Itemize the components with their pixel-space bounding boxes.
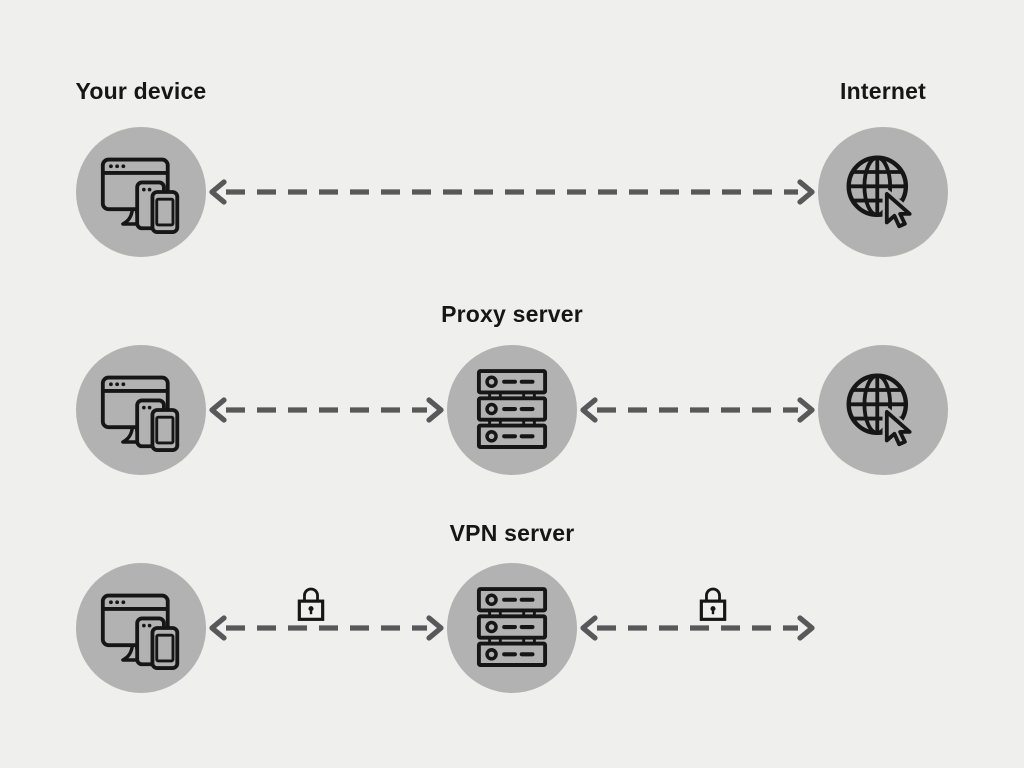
devices-icon [99, 368, 183, 452]
node-proxy-server [447, 345, 577, 475]
node-internet-direct [818, 127, 948, 257]
label-internet: Internet [840, 78, 926, 104]
server-rack-icon [475, 587, 549, 669]
label-vpn-server: VPN server [449, 520, 575, 546]
server-rack-icon [475, 369, 549, 451]
globe-cursor-icon [843, 370, 923, 450]
node-internet-proxy [818, 345, 948, 475]
globe-cursor-icon [843, 152, 923, 232]
node-your-device-direct [76, 127, 206, 257]
arrow-vpn-internet-encrypted [580, 615, 815, 641]
arrow-proxy-internet [580, 397, 815, 423]
node-your-device-vpn [76, 563, 206, 693]
devices-icon [99, 150, 183, 234]
arrow-device-vpn-encrypted [209, 615, 444, 641]
node-vpn-server [447, 563, 577, 693]
arrow-device-proxy [209, 397, 444, 423]
padlock-icon [297, 584, 325, 622]
node-your-device-proxy [76, 345, 206, 475]
devices-icon [99, 586, 183, 670]
arrow-device-internet [209, 179, 815, 205]
label-proxy-server: Proxy server [441, 301, 583, 327]
padlock-icon [699, 584, 727, 622]
label-your-device: Your device [75, 78, 207, 104]
